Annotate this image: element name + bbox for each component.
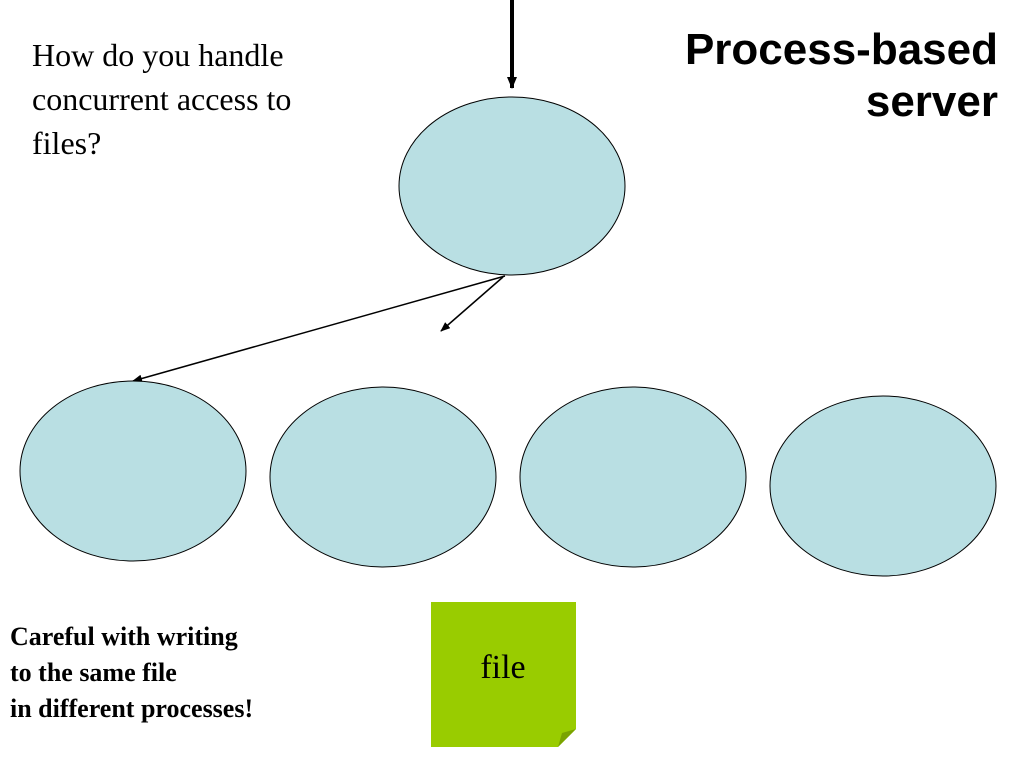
warning-line-2: to the same file: [10, 658, 177, 687]
child-process-node-2: [269, 386, 497, 568]
question-line-2: concurrent access to: [32, 81, 292, 117]
parent-process-node: [398, 96, 626, 276]
question-text: How do you handle concurrent access to f…: [32, 33, 392, 165]
fork-arrow-long: [132, 275, 506, 383]
child-process-node-3: [519, 386, 747, 568]
question-line-1: How do you handle: [32, 37, 284, 73]
warning-line-3: in different processes!: [10, 694, 254, 723]
child-process-node-1: [19, 380, 247, 562]
file-label: file: [480, 649, 525, 686]
slide-title-line-2: server: [865, 77, 998, 126]
warning-text: Careful with writing to the same file in…: [10, 619, 390, 727]
file-note-body: [431, 602, 576, 747]
slide-title-line-1: Process-based: [684, 25, 998, 74]
slide-title: Process-based server: [578, 24, 998, 128]
file-note-fold: [558, 729, 576, 747]
warning-line-1: Careful with writing: [10, 622, 238, 651]
file-note: file: [431, 602, 576, 747]
child-process-node-4: [769, 395, 997, 577]
question-line-3: files?: [32, 125, 102, 161]
fork-arrow-short: [440, 276, 504, 332]
